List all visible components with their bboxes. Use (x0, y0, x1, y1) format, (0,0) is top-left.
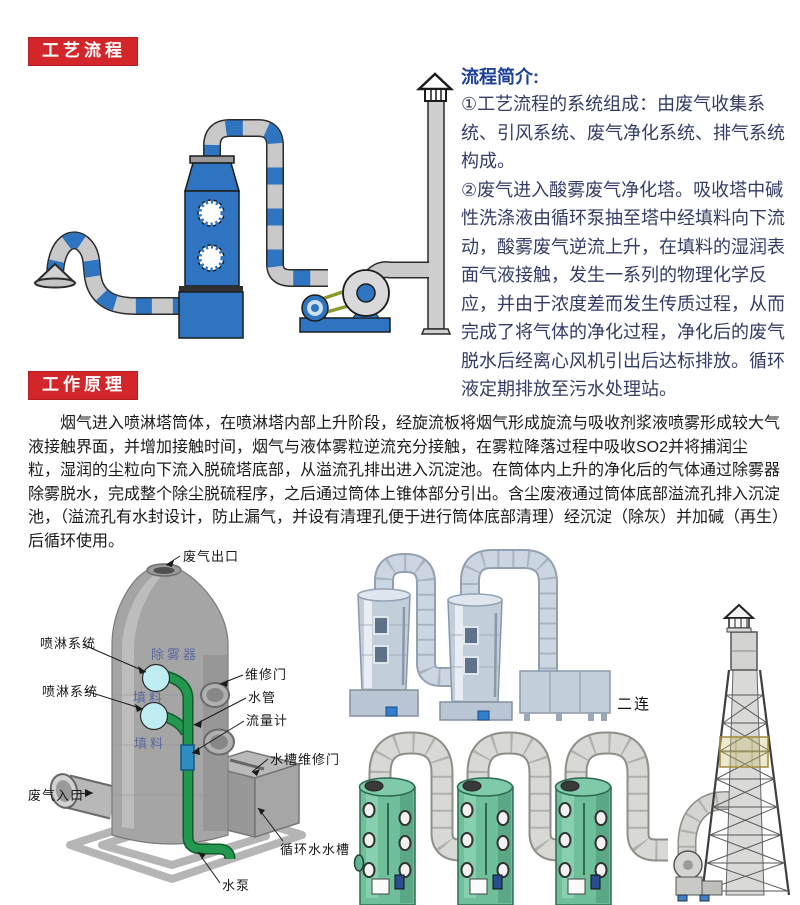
intro-title: 流程简介: (461, 67, 539, 87)
exhaust-stack (415, 72, 455, 335)
stack-cap-icon (415, 72, 455, 91)
label-access-door: 维修门 (245, 667, 288, 682)
tower-outlet-pipe (203, 119, 328, 287)
label-demister: 除雾器 (151, 647, 200, 662)
label-gas-inlet: 废气入口 (28, 788, 85, 803)
label-water-pump: 水泵 (222, 878, 251, 893)
collection-hood-icon (33, 231, 182, 315)
scrubber-tower (178, 155, 244, 339)
label-packing-upper: 填料 (133, 690, 166, 705)
flow-meter-icon (180, 744, 195, 771)
label-tank-access-door: 水槽维修门 (270, 752, 341, 767)
chimney-cap-icon (722, 603, 756, 619)
spray-tower-3d-figure (49, 555, 306, 884)
spray-nozzle-icon (139, 701, 169, 731)
sight-glass-icon (196, 243, 226, 273)
bottom-figures (49, 549, 791, 905)
label-spray-system-lower: 喷淋系统 (42, 684, 99, 699)
fan-box-unit (519, 670, 611, 721)
intro-text-block: 流程简介: ①工艺流程的系统组成：由废气收集系统、引风系统、废气净化系统、排气系… (461, 64, 794, 404)
process-flow-diagram (33, 72, 455, 339)
gas-inlet-pipe (49, 773, 119, 820)
label-circulating-tank: 循环水水槽 (280, 842, 351, 857)
section-badge-process-flow: 工艺流程 (28, 37, 138, 66)
duplex-tower-photo (349, 549, 611, 721)
label-flow-meter: 流量计 (246, 713, 289, 728)
leader-arrowheads (85, 560, 265, 859)
green-tower (353, 777, 416, 905)
label-water-pipe: 水管 (248, 690, 277, 705)
green-towers-figure (353, 731, 668, 905)
duplex-caption: 二连 (617, 696, 652, 713)
green-tower (554, 777, 612, 905)
chimney-figure (673, 603, 791, 902)
label-gas-outlet: 废气出口 (183, 549, 240, 564)
green-tower (456, 777, 514, 905)
chimney-fan (673, 850, 723, 902)
working-principle-paragraph: 烟气进入喷淋塔筒体，在喷淋塔内部上升阶段，经旋流板将烟气形成旋流与吸收剂浆液喷雾… (28, 415, 781, 550)
centrifugal-fan (299, 269, 391, 333)
spray-nozzle-icon (141, 663, 171, 693)
duct-arches (368, 731, 668, 862)
section-badge-working-principle: 工作原理 (28, 371, 138, 400)
label-spray-system-upper: 喷淋系统 (40, 636, 97, 651)
sight-glass-icon (196, 198, 226, 228)
intro-item-2: ②废气进入酸雾废气净化塔。吸收塔中碱性洗涤液由循环泵抽至塔中经填料向下流动，酸雾… (461, 179, 785, 400)
intro-item-1: ①工艺流程的系统组成：由废气收集系统、引风系统、废气净化系统、排气系统构成。 (461, 94, 785, 171)
label-packing-lower: 填料 (134, 736, 167, 751)
